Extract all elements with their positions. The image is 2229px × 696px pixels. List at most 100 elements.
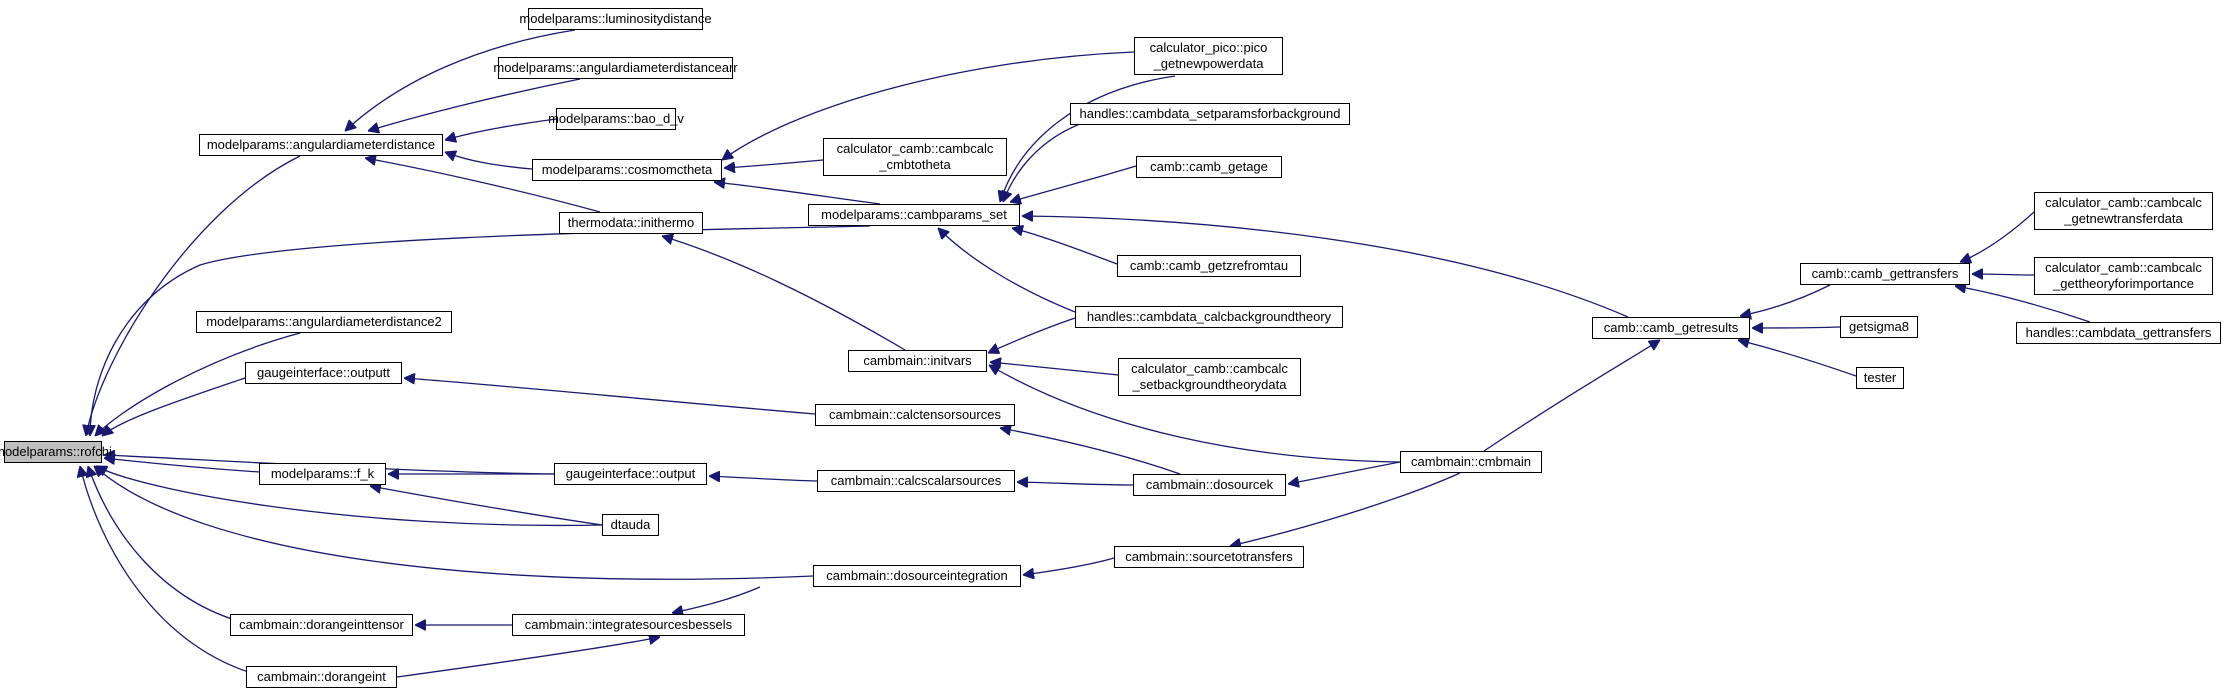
node-angulardiameterdistance2[interactable]: modelparams::angulardiameterdistance2 [196,311,452,333]
node-label: cambmain::dorangeinttensor [239,617,404,632]
node-outputt[interactable]: gaugeinterface::outputt [245,362,402,384]
node-cmbmain[interactable]: cambmain::cmbmain [1400,451,1542,473]
node-label: modelparams::angulardiameterdistance [206,137,436,152]
edge-calcscalar-dosourcek [1017,482,1134,485]
node-label: handles::cambdata_setparamsforbackground [1079,106,1341,121]
edge-cambparams-getresults [1022,216,1629,318]
node-label: camb::camb_getzrefromtau [1129,258,1289,273]
node-calctensorsources[interactable]: cambmain::calctensorsources [815,404,1015,426]
edge-cambparams-setparamsbg [1003,123,1081,202]
node-initvars[interactable]: cambmain::initvars [848,350,987,372]
edge-angdiamdist-inithermo [365,158,601,213]
node-dtauda[interactable]: dtauda [602,514,659,536]
edge-gettransfers-theory [1972,274,2035,275]
edge-sourcetotransfers-cmbmain [1230,472,1461,546]
node-label: cambmain::dosourceintegration [826,568,1008,583]
node-f-k[interactable]: modelparams::f_k [259,463,386,485]
node-label: cambmain::cmbmain [1411,454,1531,469]
edge-angdiamdist-cosmomc [445,152,533,170]
node-dorangeinttensor[interactable]: cambmain::dorangeinttensor [230,614,413,636]
node-luminositydistance[interactable]: modelparams::luminositydistance [519,8,712,30]
edge-output-calcscalar [709,476,818,481]
node-camb-getage[interactable]: camb::camb_getage [1136,156,1282,178]
edge-dorangeint-integratesources [396,637,660,678]
node-label: cambmain::initvars [863,353,972,368]
edge-initvars-calcbg [988,317,1076,353]
node-angulardiameterdistance[interactable]: modelparams::angulardiameterdistance [199,134,443,156]
node-label: thermodata::inithermo [567,215,695,230]
node-label-line2: _getnewtransferdata [2064,211,2183,226]
node-cambdata-gettransfers[interactable]: handles::cambdata_gettransfers [2016,322,2221,344]
edge-gettransfers-newtransfer [1960,211,2035,262]
node-label: dtauda [610,517,651,532]
edge-gettransfers-cambdata [1955,286,2091,323]
node-camb-getzrefromtau[interactable]: camb::camb_getzrefromtau [1117,255,1301,277]
node-integratesourcesbessels[interactable]: cambmain::integratesourcesbessels [512,614,745,636]
edge-rofchi-dorangeinttensor [88,466,246,624]
node-sourcetotransfers[interactable]: cambmain::sourcetotransfers [1114,546,1304,568]
edge-cmbmain-getresults [1483,340,1660,452]
node-cambparams-set[interactable]: modelparams::cambparams_set [808,204,1020,226]
edge-dosourceint-sourcetotransfers [1023,557,1115,575]
node-label-line1: calculator_camb::cambcalc [2045,195,2202,210]
node-label-line2: _cmbtotheta [879,157,951,172]
node-label: modelparams::bao_d_v [548,111,684,126]
node-label: cambmain::integratesourcesbessels [524,617,733,632]
node-label: cambmain::dorangeint [257,669,386,684]
node-calcscalarsources[interactable]: cambmain::calcscalarsources [817,470,1015,492]
node-label: modelparams::rofchi [0,444,112,459]
node-label-line1: calculator_camb::cambcalc [836,141,994,156]
node-cambcalc-cmbtotheta[interactable]: calculator_camb::cambcalc_cmbtotheta [823,138,1007,176]
node-camb-gettransfers[interactable]: camb::camb_gettransfers [1800,263,1970,285]
edge-rofchi-angdiamdist [86,155,301,436]
edge-cosmomc-cmbtotheta [724,159,824,168]
node-inithermo[interactable]: thermodata::inithermo [559,212,703,234]
node-calcbackgroundtheory[interactable]: handles::cambdata_calcbackgroundtheory [1075,306,1343,328]
node-label: modelparams::f_k [270,466,375,481]
node-getsigma8[interactable]: getsigma8 [1840,316,1918,338]
edge-rofchi-angdiamdist2 [95,332,301,436]
node-cambcalc-getnewtransferdata[interactable]: calculator_camb::cambcalc_getnewtransfer… [2034,192,2213,230]
node-label: handles::cambdata_calcbackgroundtheory [1086,309,1332,324]
node-label: getsigma8 [1849,319,1909,334]
edge-cambparams-getage [1010,165,1137,202]
edge-rofchi-dorangeint [80,466,263,677]
node-dosourceintegration[interactable]: cambmain::dosourceintegration [813,565,1021,587]
node-label-line1: calculator_camb::cambcalc [1131,361,1288,376]
node-bao-d-v[interactable]: modelparams::bao_d_v [548,108,684,130]
node-dosourcek[interactable]: cambmain::dosourcek [1133,474,1286,496]
edge-rofchi-f_k [104,458,260,473]
edge-calctensor-dosourcek [1000,428,1181,475]
node-camb-getresults[interactable]: camb::camb_getresults [1592,317,1750,339]
node-cambcalc-setbackgroundtheorydata[interactable]: calculator_camb::cambcalc_setbackgroundt… [1118,358,1301,396]
edge-outputt-calctensor [404,378,816,415]
node-cambcalc-gettheoryforimportance[interactable]: calculator_camb::cambcalc_gettheoryforim… [2034,257,2213,295]
node-tester[interactable]: tester [1856,367,1904,389]
node-label: handles::cambdata_gettransfers [2025,325,2212,340]
edge-getresults-gettransfers [1740,284,1831,316]
edge-cosmomc-cambparams [714,182,881,205]
node-label: cambmain::sourcetotransfers [1125,549,1293,564]
node-label-line2: _gettheoryforimportance [2053,276,2194,291]
node-label: camb::camb_gettransfers [1811,266,1959,281]
node-label: camb::camb_getage [1150,159,1268,174]
node-setparamsforbackground[interactable]: handles::cambdata_setparamsforbackground [1070,103,1350,125]
node-rofchi[interactable]: modelparams::rofchi [0,441,112,463]
edge-initvars-cmbmain [989,365,1401,463]
edge-dosourcek-cmbmain [1288,461,1401,484]
node-pico-getnewpowerdata[interactable]: calculator_pico::pico_getnewpowerdata [1134,37,1283,75]
node-label-line2: _getnewpowerdata [1153,56,1264,71]
edge-rofchi-dosourceint [94,466,814,580]
node-cosmomctheta[interactable]: modelparams::cosmomctheta [532,159,722,181]
node-angulardiameterdistancearr[interactable]: modelparams::angulardiameterdistancearr [493,57,738,79]
edge-rofchi-dtauda [96,466,603,527]
node-dorangeint[interactable]: cambmain::dorangeint [246,666,397,688]
edge-angdiamdist-lumdist [345,29,576,131]
edge-cambparams-getzre [1012,228,1118,265]
edge-initvars-setbgtheory [990,362,1119,376]
node-label-line1: calculator_camb::cambcalc [2045,260,2202,275]
edge-getresults-tester [1738,340,1857,377]
node-output[interactable]: gaugeinterface::output [554,463,707,485]
node-label: cambmain::calcscalarsources [830,473,1002,488]
